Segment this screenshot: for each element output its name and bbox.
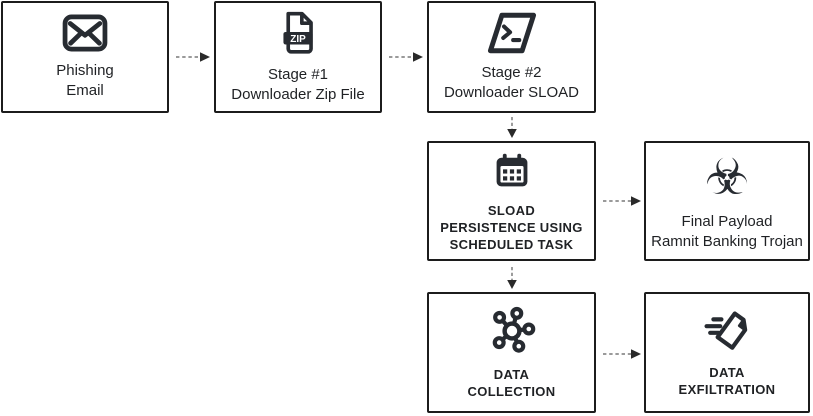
node-label: Stage #1 Downloader Zip File	[231, 65, 365, 103]
node-data-collection: DATA COLLECTION	[427, 292, 596, 413]
node-label: SLOAD PERSISTENCE USING SCHEDULED TASK	[440, 202, 583, 253]
node-final-payload: ☣ Final Payload Ramnit Banking Trojan	[644, 141, 810, 261]
network-hub-icon	[486, 305, 538, 357]
node-data-exfiltration: DATA EXFILTRATION	[644, 292, 810, 413]
node-label: DATA COLLECTION	[467, 366, 556, 399]
node-label: Final Payload Ramnit Banking Trojan	[651, 212, 803, 250]
arrow-email-to-stage1	[176, 52, 210, 62]
zip-icon-label: ZIP	[290, 34, 306, 45]
node-label: DATA EXFILTRATION	[678, 364, 776, 397]
arrow-collection-to-exfiltration	[603, 349, 641, 359]
node-stage2-downloader-sload: Stage #2 Downloader SLOAD	[427, 1, 596, 113]
calendar-icon	[490, 149, 534, 193]
zip-file-icon: ZIP	[275, 10, 321, 56]
arrow-stage2-to-persistence	[507, 117, 517, 138]
arrow-stage1-to-stage2	[389, 52, 423, 62]
envelope-icon	[62, 14, 108, 52]
document-exfil-icon	[701, 307, 753, 355]
terminal-icon	[487, 12, 537, 54]
arrow-persistence-to-payload	[603, 196, 641, 206]
node-stage1-downloader-zip: ZIP Stage #1 Downloader Zip File	[214, 1, 382, 113]
biohazard-icon: ☣	[704, 147, 750, 206]
node-phishing-email: Phishing Email	[1, 1, 169, 113]
arrow-persistence-to-collection	[507, 267, 517, 289]
node-sload-persistence: SLOAD PERSISTENCE USING SCHEDULED TASK	[427, 141, 596, 261]
node-label: Phishing Email	[56, 61, 114, 99]
node-label: Stage #2 Downloader SLOAD	[443, 63, 580, 101]
